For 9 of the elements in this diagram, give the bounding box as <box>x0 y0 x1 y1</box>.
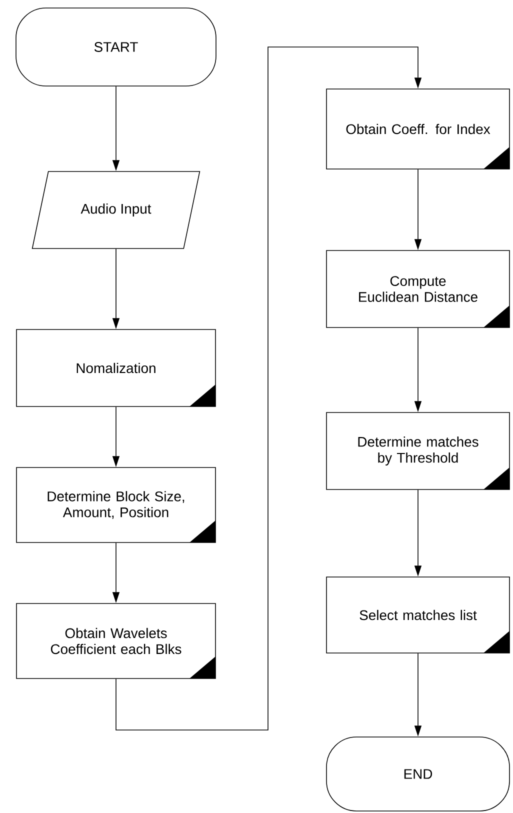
process-box: Determine matches by Threshold <box>326 412 510 490</box>
process-box: Obtain Wavelets Coefficient each Blks <box>16 603 216 679</box>
process-box: Obtain Coeff. for Index <box>326 88 510 170</box>
process-box: Determine Block Size, Amount, Position <box>16 467 216 543</box>
process-box: Compute Euclidean Distance <box>326 250 510 328</box>
process-box: Select matches list <box>326 576 510 654</box>
input-parallelogram: Audio Input <box>32 171 200 249</box>
arrow <box>116 46 422 730</box>
process-box: Nomalization <box>16 329 216 407</box>
